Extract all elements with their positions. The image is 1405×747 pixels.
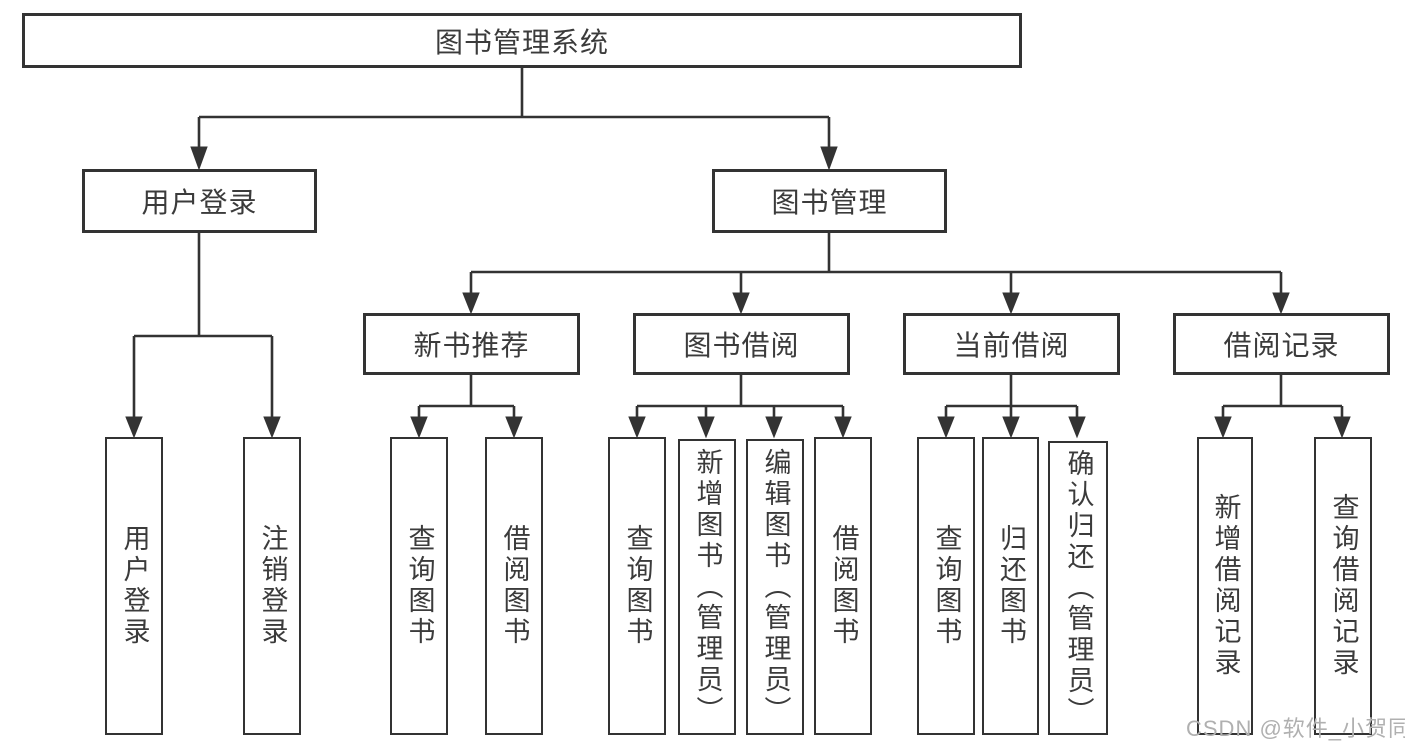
connector-new-book-recommend xyxy=(410,375,523,439)
leaf-add-borrow-record: 新增借阅记录 xyxy=(1197,437,1253,735)
leaf-logout: 注销登录 xyxy=(243,437,301,735)
node-book-borrow: 图书借阅 xyxy=(633,313,850,375)
connector-book-management xyxy=(462,233,1290,315)
leaf-query-book-current: 查询图书 xyxy=(917,437,975,735)
leaf-add-book-admin: 新增图书（管理员） xyxy=(678,439,736,735)
node-root: 图书管理系统 xyxy=(22,13,1022,68)
node-new-book-recommend: 新书推荐 xyxy=(363,313,580,375)
leaf-query-book-recommend: 查询图书 xyxy=(390,437,448,735)
leaf-return-book: 归还图书 xyxy=(982,437,1039,735)
csdn-watermark: CSDN @软件_小贺同学 xyxy=(1186,716,1405,741)
connector-user-login xyxy=(125,233,281,439)
leaf-borrow-book-recommend: 借阅图书 xyxy=(485,437,543,735)
node-borrow-records: 借阅记录 xyxy=(1173,313,1390,375)
leaf-query-borrow-record: 查询借阅记录 xyxy=(1314,437,1372,735)
leaf-confirm-return-admin: 确认归还（管理员） xyxy=(1048,441,1108,735)
node-current-borrow: 当前借阅 xyxy=(903,313,1120,375)
leaf-edit-book-admin: 编辑图书（管理员） xyxy=(746,439,804,735)
leaf-user-login: 用户登录 xyxy=(105,437,163,735)
node-book-management: 图书管理 xyxy=(712,169,947,233)
node-user-login: 用户登录 xyxy=(82,169,317,233)
connector-book-borrow xyxy=(628,375,852,439)
connector-current-borrow xyxy=(937,375,1086,439)
leaf-query-book-borrow: 查询图书 xyxy=(608,437,666,735)
connector-root xyxy=(190,68,838,171)
connector-borrow-records xyxy=(1214,375,1351,439)
leaf-borrow-book: 借阅图书 xyxy=(814,437,872,735)
